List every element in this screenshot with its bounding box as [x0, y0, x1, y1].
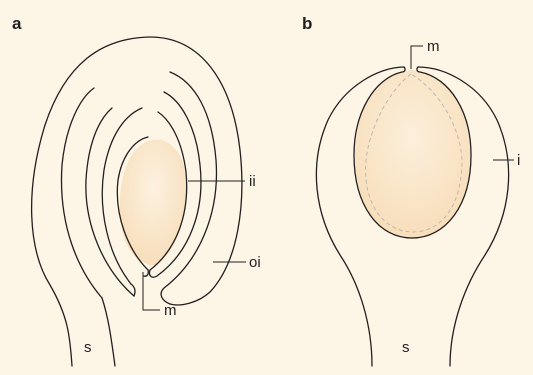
panel-a-embryo-sac [120, 139, 187, 265]
panel-b-label-m: m [427, 38, 440, 55]
panel-b-label-s: s [402, 339, 410, 356]
panel-b-letter: b [302, 14, 312, 33]
panel-a-inner-integument-left-tip [144, 270, 148, 276]
panel-a-letter: a [12, 14, 22, 33]
panel-b-embryo-sac [355, 70, 470, 238]
panel-a-label-m: m [164, 302, 177, 319]
panel-a-label-ii: ii [249, 173, 256, 190]
panel-a-label-oi: oi [249, 254, 261, 271]
panel-a: a ii oi m s [12, 14, 261, 366]
panel-a-stalk-right [102, 298, 115, 366]
panel-a-m-leader [143, 272, 160, 310]
panel-b: b m i s [302, 14, 520, 366]
panel-b-m-leader [411, 46, 423, 69]
panel-a-outer-integument-left [61, 88, 102, 298]
panel-a-label-s: s [84, 339, 92, 356]
panel-b-label-i: i [517, 152, 520, 169]
